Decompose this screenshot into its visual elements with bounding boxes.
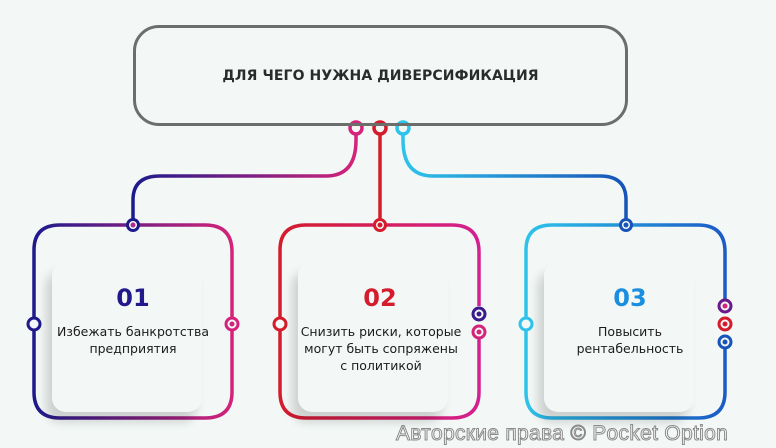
- card-2-line-2: могут быть сопряжены: [304, 341, 458, 356]
- card-3-line-1: Повысить: [598, 324, 662, 339]
- title-box: ДЛЯ ЧЕГО НУЖНА ДИВЕРСИФИКАЦИЯ: [133, 25, 628, 126]
- diagram-title: ДЛЯ ЧЕГО НУЖНА ДИВЕРСИФИКАЦИЯ: [222, 67, 539, 84]
- card-3-line-2: рентабельность: [576, 341, 684, 356]
- card-1-line-2: предприятия: [89, 341, 177, 356]
- card-1-line-1: Избежать банкротства: [56, 324, 210, 339]
- card-2-text: Снизить риски, которые могут быть сопряж…: [281, 323, 481, 374]
- card-1-number: 01: [116, 284, 150, 312]
- card-2-line-1: Снизить риски, которые: [300, 324, 462, 339]
- watermark: Авторские права © Pocket Option: [395, 422, 729, 446]
- card-1-text: Избежать банкротства предприятия: [33, 323, 233, 357]
- card-2-line-3: с политикой: [340, 358, 422, 373]
- card-3-text: Повысить рентабельность: [530, 323, 730, 357]
- card-3-number: 03: [613, 284, 647, 312]
- card-2-number: 02: [363, 284, 397, 312]
